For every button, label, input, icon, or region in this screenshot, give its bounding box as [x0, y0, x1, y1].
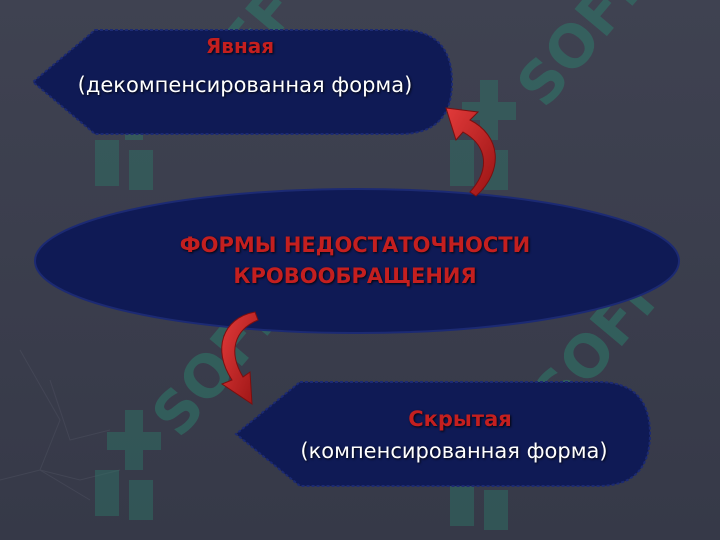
bottom-shape-subtitle: (компенсированная форма)	[300, 439, 608, 463]
top-shape	[31, 29, 454, 135]
center-ellipse	[34, 188, 680, 334]
soft-logo-icon	[450, 80, 516, 190]
center-title-line2: КРОВООБРАЩЕНИЯ	[233, 264, 477, 288]
bottom-shape	[234, 381, 652, 487]
curved-arrow-icon	[220, 311, 259, 405]
top-shape-title: Явная	[205, 34, 275, 58]
bottom-shape-title: Скрытая	[408, 407, 512, 431]
curved-arrow-icon	[445, 107, 496, 197]
background-texture	[0, 349, 121, 501]
soft-logo-icon	[95, 410, 161, 520]
top-shape-subtitle: (декомпенсированная форма)	[77, 73, 413, 97]
center-title-line1: ФОРМЫ НЕДОСТАТОЧНОСТИ	[179, 233, 531, 257]
